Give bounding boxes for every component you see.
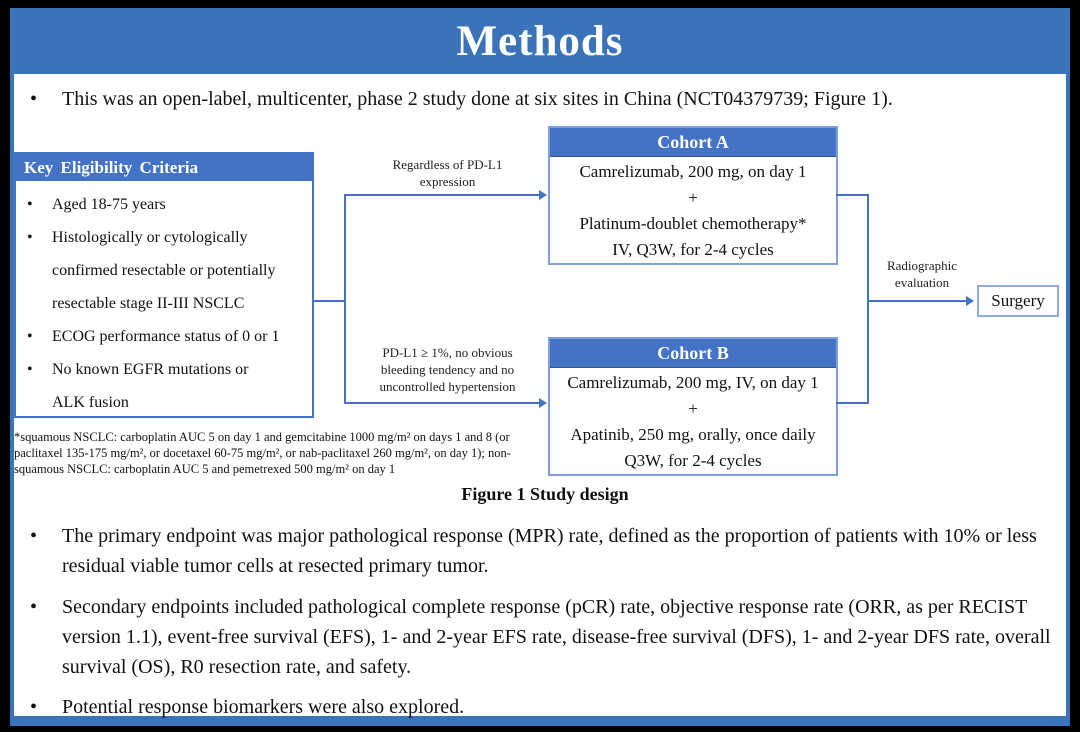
bullet-primary-endpoint: The primary endpoint was major pathologi… <box>30 521 1067 581</box>
connector-merge-vertical <box>867 194 869 404</box>
branch-label-cohort-b: PD-L1 ≥ 1%, no obvious bleeding tendency… <box>379 345 516 394</box>
connector-to-cohort-b <box>344 402 540 404</box>
cohort-b-header: Cohort B <box>550 339 836 368</box>
cohort-a-line: Camrelizumab, 200 mg, on day 1 <box>579 162 807 181</box>
cohort-a-header: Cohort A <box>550 128 836 157</box>
cohort-a-body: Camrelizumab, 200 mg, on day 1 + Platinu… <box>550 157 836 263</box>
connector-to-surgery <box>868 300 968 302</box>
arrowhead-cohort-b-icon <box>539 398 547 408</box>
connector-to-cohort-a <box>344 194 540 196</box>
cohort-b-line: Q3W, for 2-4 cycles <box>624 451 762 470</box>
cohort-b-line: Apatinib, 250 mg, orally, once daily <box>570 425 816 444</box>
surgery-box: Surgery <box>977 285 1059 317</box>
eligibility-box: Key Eligibility Criteria Aged 18-75 year… <box>14 152 314 418</box>
cohort-a-box: Cohort A Camrelizumab, 200 mg, on day 1 … <box>548 126 838 265</box>
figure-caption: Figure 1 Study design <box>461 484 629 504</box>
bullet-biomarkers: Potential response biomarkers were also … <box>30 692 1067 722</box>
eligibility-item: Histologically or cytologically confirme… <box>16 221 308 320</box>
branch-label-cohort-a: Regardless of PD-L1 expression <box>392 157 503 189</box>
surgery-label: Surgery <box>991 291 1045 310</box>
eligibility-item: No known EGFR mutations or ALK fusion <box>16 353 308 419</box>
connector-eligibility-to-branch <box>313 300 346 302</box>
bullet-secondary-endpoints: Secondary endpoints included pathologica… <box>30 592 1067 682</box>
eligibility-item: ECOG performance status of 0 or 1 <box>16 320 308 353</box>
connector-cohort-a-to-merge <box>836 194 869 196</box>
connector-cohort-b-to-merge <box>836 402 869 404</box>
cohort-a-line: + <box>688 188 698 207</box>
cohort-a-line: Platinum-doublet chemotherapy* <box>579 214 807 233</box>
eligibility-item: Aged 18-75 years <box>16 188 308 221</box>
cohort-a-line: IV, Q3W, for 2-4 cycles <box>612 240 774 259</box>
arrowhead-cohort-a-icon <box>539 190 547 200</box>
radiographic-evaluation-label: Radiographic evaluation <box>886 258 958 290</box>
page-title: Methods <box>456 17 624 65</box>
eligibility-list: Aged 18-75 years Histologically or cytol… <box>16 181 312 419</box>
cohort-b-box: Cohort B Camrelizumab, 200 mg, IV, on da… <box>548 337 838 476</box>
intro-bullet: This was an open-label, multicenter, pha… <box>30 84 1067 114</box>
eligibility-header: Key Eligibility Criteria <box>16 154 312 181</box>
cohort-b-line: + <box>688 399 698 418</box>
cohort-b-body: Camrelizumab, 200 mg, IV, on day 1 + Apa… <box>550 368 836 474</box>
cohort-b-line: Camrelizumab, 200 mg, IV, on day 1 <box>567 373 819 392</box>
figure-footnote: *squamous NSCLC: carboplatin AUC 5 on da… <box>14 430 511 476</box>
connector-branch-vertical <box>344 194 346 404</box>
arrowhead-surgery-icon <box>966 296 974 306</box>
title-bar: Methods <box>10 8 1070 74</box>
